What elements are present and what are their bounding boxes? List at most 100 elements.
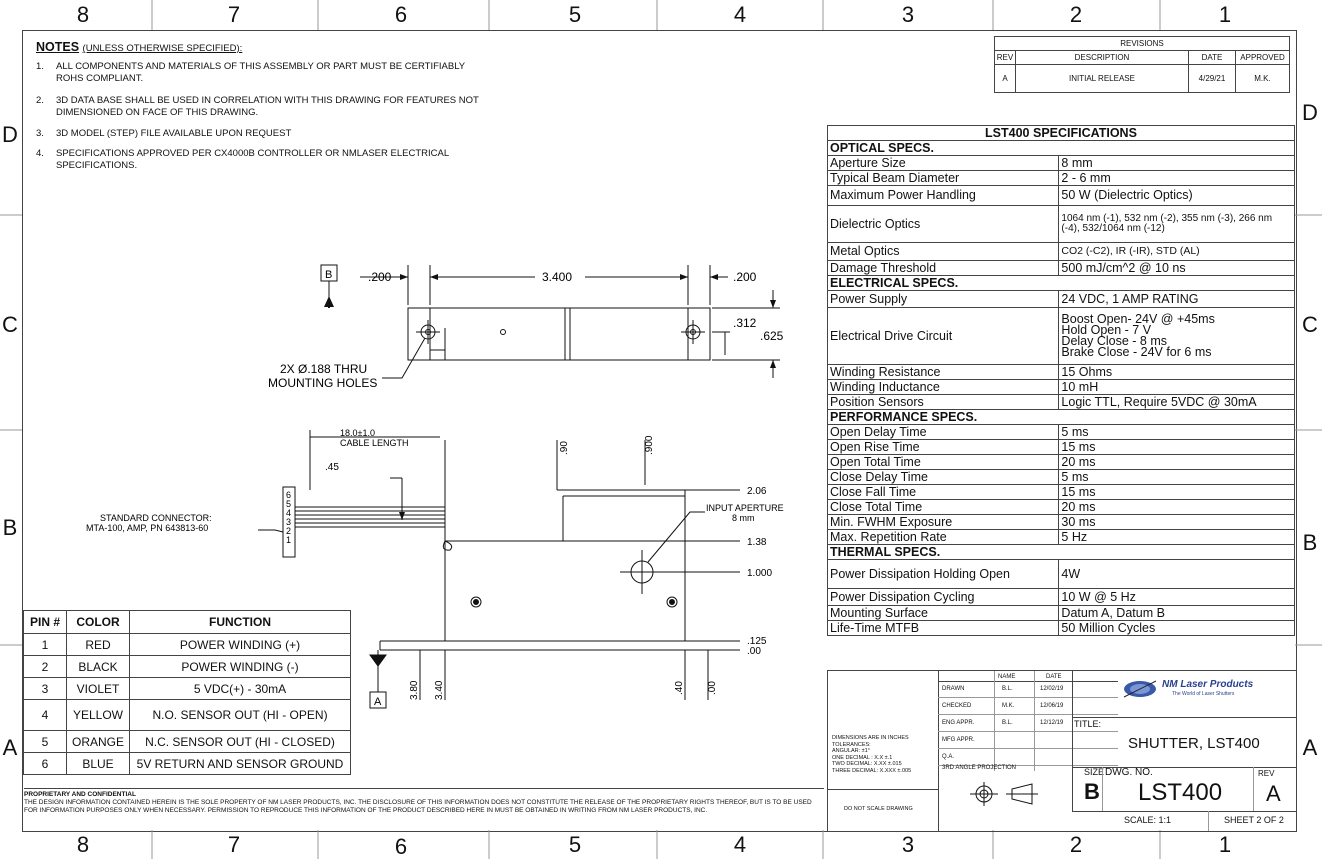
spec-label: Life-Time MTFB	[826, 620, 1060, 636]
connector-pin: 2	[286, 526, 291, 536]
cable-note-line2: CABLE LENGTH	[340, 438, 409, 448]
company-logo: NM Laser Products The World of Laser Shu…	[1090, 671, 1295, 717]
pin-cell: 5	[23, 730, 67, 753]
pin-cell: N.C. SENSOR OUT (HI - CLOSED)	[129, 730, 351, 753]
spec-label: Close Fall Time	[826, 484, 1060, 500]
zone-col: 7	[227, 2, 241, 27]
datum-b-label: B	[325, 269, 332, 281]
connector-pin: 5	[286, 499, 291, 509]
connector-pin: 6	[286, 490, 291, 500]
approval-role: MFG APPR.	[942, 737, 975, 743]
mechanical-drawing: .200 3.400 .200 .312 .625 2X Ø.188 THRU …	[86, 264, 784, 709]
dim-text: 3.400	[542, 270, 572, 284]
third-angle-label: 3RD ANGLE PROJECTION	[942, 765, 1017, 771]
spec-value: Logic TTL, Require 5VDC @ 30mA	[1058, 394, 1295, 410]
note-text: SPECIFICATIONS APPROVED PER CX4000B CONT…	[56, 148, 449, 171]
revisions-header: DATE	[1188, 50, 1236, 65]
tolerance-line: TOLERANCES:	[832, 741, 871, 748]
proprietary-text: THE DESIGN INFORMATION CONTAINED HEREIN …	[24, 799, 812, 814]
drawing-number: LST400	[1138, 779, 1223, 806]
spec-label: Damage Threshold	[826, 260, 1060, 276]
spec-label: Open Delay Time	[826, 424, 1060, 440]
tolerance-line: ONE DECIMAL : X.X ±.1	[832, 754, 893, 761]
zone-col: 7	[227, 832, 241, 857]
zone-col: 8	[76, 2, 90, 27]
zone-col: 6	[394, 834, 408, 859]
scale: SCALE: 1:1	[1124, 815, 1172, 825]
dim-text: .200	[368, 270, 392, 284]
aperture-note-line1: INPUT APERTURE	[706, 503, 784, 513]
zone-col: 1	[1218, 832, 1232, 857]
spec-value: CO2 (-C2), IR (-IR), STD (AL)	[1058, 242, 1295, 261]
zone-row: D	[2, 122, 18, 147]
spec-value: 2 - 6 mm	[1058, 170, 1295, 186]
dwg-no-label: DWG. NO.	[1105, 767, 1153, 778]
spec-value: 10 W @ 5 Hz	[1058, 588, 1295, 606]
zone-row: A	[2, 735, 18, 760]
approval-date: 12/06/19	[1040, 703, 1064, 709]
spec-label: Open Total Time	[826, 454, 1060, 470]
drawing-title: SHUTTER, LST400	[1128, 735, 1260, 752]
rev-label: REV	[1258, 769, 1275, 778]
holes-note-line2: MOUNTING HOLES	[268, 376, 377, 390]
dim-text: .125	[747, 636, 767, 647]
notes-heading: NOTES	[36, 40, 80, 54]
spec-value: 15 ms	[1058, 484, 1295, 500]
spec-label: Close Total Time	[826, 499, 1060, 515]
specs-section-title: PERFORMANCE SPECS.	[827, 409, 1295, 425]
pin-cell: VIOLET	[66, 677, 130, 700]
pin-header: PIN #	[23, 610, 67, 634]
zone-row: B	[1302, 530, 1318, 555]
pin-cell: 1	[23, 633, 67, 656]
revisions-table: REVISIONS REV DESCRIPTION DATE APPROVED …	[994, 36, 1290, 93]
revisions-header: REV	[994, 50, 1016, 65]
spec-label: Maximum Power Handling	[826, 185, 1060, 206]
name-header: NAME	[998, 674, 1016, 680]
pin-cell: BLUE	[66, 752, 130, 775]
spec-value: 50 Million Cycles	[1058, 620, 1295, 636]
spec-label: Power Dissipation Cycling	[826, 588, 1060, 606]
note-text: 3D DATA BASE SHALL BE USED IN CORRELATIO…	[56, 95, 479, 118]
proprietary-title: PROPRIETARY AND CONFIDENTIAL	[24, 791, 136, 798]
dim-text: 2.06	[747, 486, 767, 497]
zone-col: 3	[901, 832, 915, 857]
front-view-body	[444, 540, 686, 642]
dim-text: .90	[559, 441, 570, 455]
spec-label: Winding Inductance	[826, 379, 1060, 395]
size-label: SIZE	[1084, 767, 1105, 777]
pin-cell: ORANGE	[66, 730, 130, 753]
zone-col: 5	[568, 2, 582, 27]
pin-cell: 3	[23, 677, 67, 700]
approval-date: 12/02/19	[1040, 686, 1064, 692]
approval-name: B.L.	[1002, 720, 1013, 726]
spec-value: Boost Open- 24V @ +45ms Hold Open - 7 V …	[1058, 307, 1295, 365]
company-name: NM Laser Products	[1162, 679, 1254, 690]
specs-section-title: ELECTRICAL SPECS.	[827, 275, 1295, 291]
approval-role: DRAWN	[942, 686, 965, 692]
dim-text: .312	[733, 316, 757, 330]
zone-row: A	[1302, 735, 1318, 760]
spec-value: 8 mm	[1058, 155, 1295, 171]
note-number: 4.	[36, 148, 44, 159]
dim-text: .900	[644, 435, 655, 455]
spec-value: 24 VDC, 1 AMP RATING	[1058, 290, 1295, 308]
spec-value: 50 W (Dielectric Optics)	[1058, 185, 1295, 206]
pin-cell: YELLOW	[66, 699, 130, 731]
holes-note-line1: 2X Ø.188 THRU	[280, 362, 367, 376]
laser-shutter-logo-icon	[1123, 680, 1157, 698]
title-label: TITLE:	[1074, 719, 1102, 729]
note-number: 2.	[36, 95, 44, 106]
zone-col: 5	[568, 832, 582, 857]
spec-label: Aperture Size	[826, 155, 1060, 171]
spec-label: Electrical Drive Circuit	[826, 307, 1060, 365]
datum-a-label: A	[374, 696, 382, 708]
pin-cell: 4	[23, 699, 67, 731]
pin-cell: 2	[23, 655, 67, 678]
tolerance-line: ANGULAR: ±1°	[832, 748, 870, 754]
drawing-border	[22, 30, 1297, 832]
dim-text: .45	[325, 462, 339, 473]
spec-label: Mounting Surface	[826, 605, 1060, 621]
spec-value: 15 ms	[1058, 439, 1295, 455]
